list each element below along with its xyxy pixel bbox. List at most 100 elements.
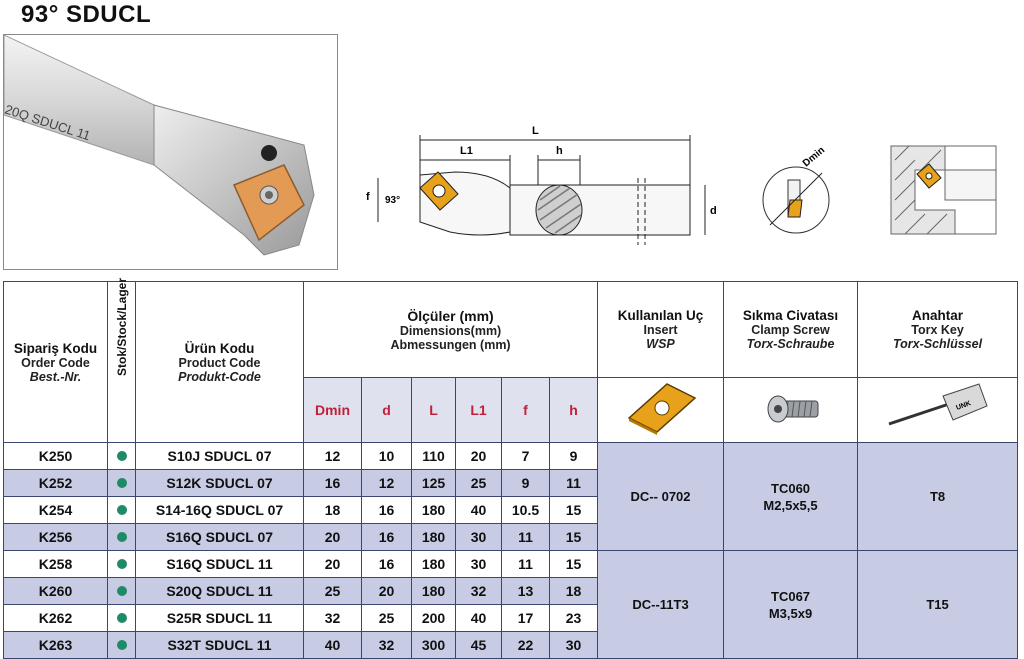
spec-table: Sipariş Kodu Order Code Best.-Nr. Stok/S… xyxy=(3,278,1019,659)
dim-cell-dmin: 20 xyxy=(303,523,362,551)
product-code-header: Ürün Kodu Product Code Produkt-Code xyxy=(135,281,304,443)
dim-cell-d: 16 xyxy=(361,550,412,578)
dim-cell-h: 23 xyxy=(548,604,599,632)
dim-cell-h: 30 xyxy=(548,631,599,659)
dim-h-label: h xyxy=(556,145,563,157)
bore-section-detail xyxy=(885,140,1005,245)
dmin-detail: Dmin xyxy=(758,145,848,245)
dim-cell-h: 11 xyxy=(548,469,599,497)
svg-text:UNK: UNK xyxy=(955,400,972,412)
dim-cell-l1: 45 xyxy=(455,631,502,659)
torx-key-cell: T8 xyxy=(857,442,1019,551)
insert-code-cell: DC--11T3 xyxy=(597,550,725,659)
dim-cell-f: 22 xyxy=(501,631,550,659)
in-stock-dot-icon xyxy=(116,559,127,569)
dim-cell-h: 15 xyxy=(548,550,599,578)
dim-cell-h: 18 xyxy=(548,577,599,605)
dim-cell-d: 32 xyxy=(361,631,412,659)
order-code-cell: K262 xyxy=(3,604,108,632)
dim-cell-d: 25 xyxy=(361,604,412,632)
dim-cell-h: 15 xyxy=(548,496,599,524)
angle-label: 93° xyxy=(385,195,400,206)
dim-cell-f: 11 xyxy=(501,550,550,578)
dim-cell-d: 16 xyxy=(361,523,412,551)
dim-cell-f: 10.5 xyxy=(501,496,550,524)
clamp-screw-image xyxy=(723,377,859,443)
dim-cell-l: 180 xyxy=(411,496,456,524)
dim-cell-d: 16 xyxy=(361,496,412,524)
in-stock-dot-icon xyxy=(116,451,127,461)
dim-cell-l: 180 xyxy=(411,550,456,578)
clamp-screw-header: Sıkma Civatası Clamp Screw Torx-Schraube xyxy=(723,281,859,378)
insert-header: Kullanılan Uç Insert WSP xyxy=(597,281,725,378)
order-code-cell: K256 xyxy=(3,523,108,551)
in-stock-dot-icon xyxy=(116,586,127,596)
order-code-cell: K252 xyxy=(3,469,108,497)
dim-L-label: L xyxy=(532,125,539,137)
product-code-cell: S20Q SDUCL 11 xyxy=(135,577,304,605)
dim-cell-d: 12 xyxy=(361,469,412,497)
stock-cell xyxy=(107,604,136,632)
dim-cell-h: 15 xyxy=(548,523,599,551)
product-photo: 20Q SDUCL 11 xyxy=(3,34,338,270)
stock-cell xyxy=(107,631,136,659)
dim-cell-dmin: 25 xyxy=(303,577,362,605)
stock-cell xyxy=(107,550,136,578)
dim-f-label: f xyxy=(366,191,370,203)
product-code-cell: S10J SDUCL 07 xyxy=(135,442,304,470)
dim-cell-l: 180 xyxy=(411,577,456,605)
insert-icon xyxy=(627,382,696,435)
dim-col-f: f xyxy=(501,377,550,443)
in-stock-dot-icon xyxy=(116,640,127,650)
dim-cell-f: 11 xyxy=(501,523,550,551)
dim-d-label: d xyxy=(710,205,717,217)
order-code-cell: K258 xyxy=(3,550,108,578)
dim-L1-label: L1 xyxy=(460,145,473,157)
stock-cell xyxy=(107,469,136,497)
dim-cell-l1: 25 xyxy=(455,469,502,497)
product-code-cell: S16Q SDUCL 07 xyxy=(135,523,304,551)
product-code-cell: S25R SDUCL 11 xyxy=(135,604,304,632)
product-code-cell: S32T SDUCL 11 xyxy=(135,631,304,659)
dim-cell-l: 200 xyxy=(411,604,456,632)
in-stock-dot-icon xyxy=(116,505,127,515)
order-code-cell: K260 xyxy=(3,577,108,605)
stock-header: Stok/Stock/Lager xyxy=(107,278,136,443)
dim-cell-l: 110 xyxy=(411,442,456,470)
dim-cell-f: 17 xyxy=(501,604,550,632)
torx-key-cell: T15 xyxy=(857,550,1019,659)
dim-cell-l1: 32 xyxy=(455,577,502,605)
dim-col-l1: L1 xyxy=(455,377,502,443)
dim-cell-dmin: 20 xyxy=(303,550,362,578)
insert-code-cell: DC-- 0702 xyxy=(597,442,725,551)
dim-col-dmin: Dmin xyxy=(303,377,362,443)
dim-cell-l1: 20 xyxy=(455,442,502,470)
dim-cell-l: 300 xyxy=(411,631,456,659)
page-title: 93° SDUCL xyxy=(21,1,152,28)
product-code-cell: S12K SDUCL 07 xyxy=(135,469,304,497)
torx-key-header: Anahtar Torx Key Torx-Schlüssel xyxy=(857,281,1019,378)
dim-col-l: L xyxy=(411,377,456,443)
torx-key-icon: UNK xyxy=(888,382,988,425)
in-stock-dot-icon xyxy=(116,613,127,623)
dim-col-d: d xyxy=(361,377,412,443)
dim-cell-f: 9 xyxy=(501,469,550,497)
order-code-header: Sipariş Kodu Order Code Best.-Nr. xyxy=(3,281,108,443)
dmin-label: Dmin xyxy=(801,145,827,169)
screw-icon xyxy=(767,395,819,422)
order-code-cell: K254 xyxy=(3,496,108,524)
dim-cell-dmin: 16 xyxy=(303,469,362,497)
dim-cell-dmin: 12 xyxy=(303,442,362,470)
order-code-cell: K263 xyxy=(3,631,108,659)
dimensions-header: Ölçüler (mm) Dimensions(mm) Abmessungen … xyxy=(302,281,599,378)
dim-cell-d: 20 xyxy=(361,577,412,605)
dim-cell-l1: 30 xyxy=(455,523,502,551)
dim-cell-d: 10 xyxy=(361,442,412,470)
product-code-cell: S16Q SDUCL 11 xyxy=(135,550,304,578)
dim-cell-dmin: 32 xyxy=(303,604,362,632)
